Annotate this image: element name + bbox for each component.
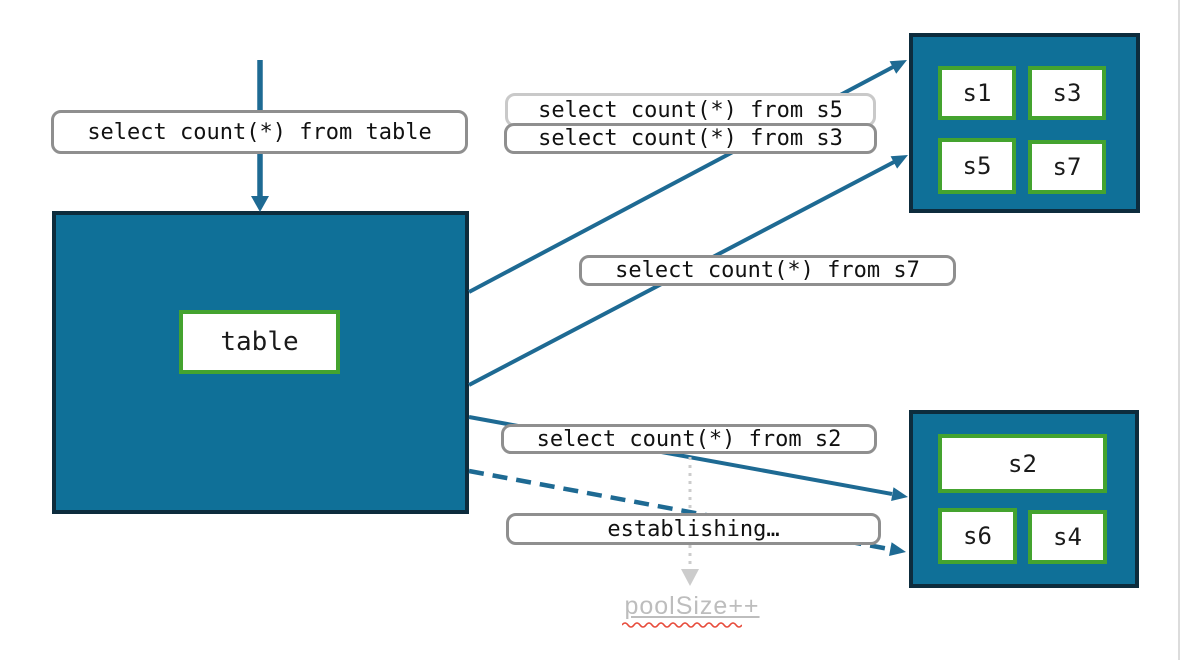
page-edge-line [1178,0,1180,660]
query-s7-text: select count(*) from s7 [615,258,920,283]
table-to-top-shards-upper-arrowhead [889,60,907,74]
shard-label-s3: s3 [1052,79,1082,107]
shard-label-s4: s4 [1053,523,1082,551]
query-s2-pill: select count(*) from s2 [501,424,877,454]
spellcheck-squiggle [622,622,742,628]
establishing-text: establishing… [607,516,780,542]
shard-label-s1: s1 [962,79,992,107]
table-chip-label: table [220,327,299,357]
client-to-table-arrowhead [251,196,269,212]
shard-chip-s6: s6 [938,508,1017,564]
table-to-top-shards-lower-arrowhead [890,155,908,169]
query-s3-text: select count(*) from s3 [538,126,843,151]
shard-label-s6: s6 [963,522,992,550]
query-table-text: select count(*) from table [87,119,432,145]
establishing-pill: establishing… [506,513,881,545]
shard-chip-s1: s1 [938,66,1016,120]
shard-chip-s2: s2 [938,434,1107,493]
query-s3-pill: select count(*) from s3 [504,123,877,154]
shard-chip-s4: s4 [1028,510,1107,564]
query-s5-text: select count(*) from s5 [538,97,843,123]
table-to-bottom-shards-arrowhead [889,542,906,556]
poolsize-text: poolSize++ [624,592,760,620]
shard-label-s7: s7 [1052,153,1082,181]
query-table-pill: select count(*) from table [51,110,468,154]
table-chip: table [179,310,340,374]
shard-label-s5: s5 [962,152,992,180]
table-to-s2-arrowhead [891,487,908,501]
shard-label-s2: s2 [1008,449,1037,478]
shard-chip-s3: s3 [1028,66,1106,120]
query-s2-text: select count(*) from s2 [536,426,842,452]
query-s7-pill: select count(*) from s7 [579,255,956,286]
shard-chip-s7: s7 [1028,140,1106,194]
s2-query-to-poolsize-arrowhead [681,569,699,586]
shard-group-top: s1 s3 s5 s7 [909,33,1140,213]
shard-chip-s5: s5 [938,138,1016,194]
query-s5-pill: select count(*) from s5 [505,93,876,127]
table-node: table [52,211,469,514]
shard-group-bottom: s2 s6 s4 [909,410,1139,588]
